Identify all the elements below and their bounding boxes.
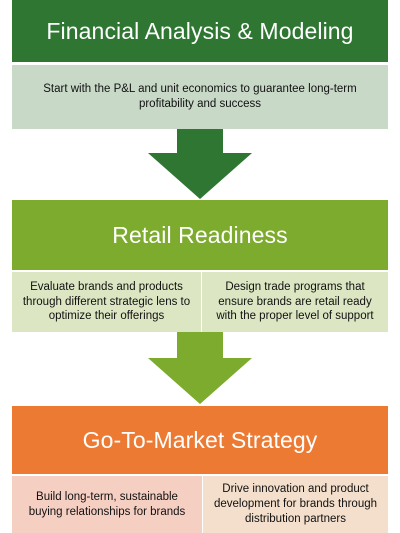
- down-arrow-icon: [148, 129, 252, 199]
- stage-title: Retail Readiness: [112, 221, 288, 248]
- stage-go-to-market-description-right: Drive innovation and product development…: [203, 476, 388, 533]
- stage-go-to-market-description-left: Build long-term, sustainable buying rela…: [12, 476, 202, 533]
- stage-financial-analysis-header: Financial Analysis & Modeling: [12, 0, 388, 62]
- description-text: Build long-term, sustainable buying rela…: [28, 490, 186, 518]
- stage-retail-readiness-header: Retail Readiness: [12, 200, 388, 270]
- description-text: Evaluate brands and products through dif…: [22, 280, 191, 323]
- stage-title: Financial Analysis & Modeling: [46, 17, 354, 44]
- down-arrow-icon: [148, 332, 252, 404]
- stage-financial-analysis-description: Start with the P&L and unit economics to…: [12, 65, 388, 129]
- description-text: Design trade programs that ensure brands…: [216, 280, 374, 323]
- stage-retail-readiness-description-right: Design trade programs that ensure brands…: [202, 272, 388, 332]
- stage-title: Go-To-Market Strategy: [82, 426, 318, 453]
- description-text: Drive innovation and product development…: [213, 483, 378, 525]
- description-text: Start with the P&L and unit economics to…: [43, 83, 357, 110]
- stage-retail-readiness-description-left: Evaluate brands and products through dif…: [12, 272, 201, 332]
- stage-go-to-market-header: Go-To-Market Strategy: [12, 406, 388, 474]
